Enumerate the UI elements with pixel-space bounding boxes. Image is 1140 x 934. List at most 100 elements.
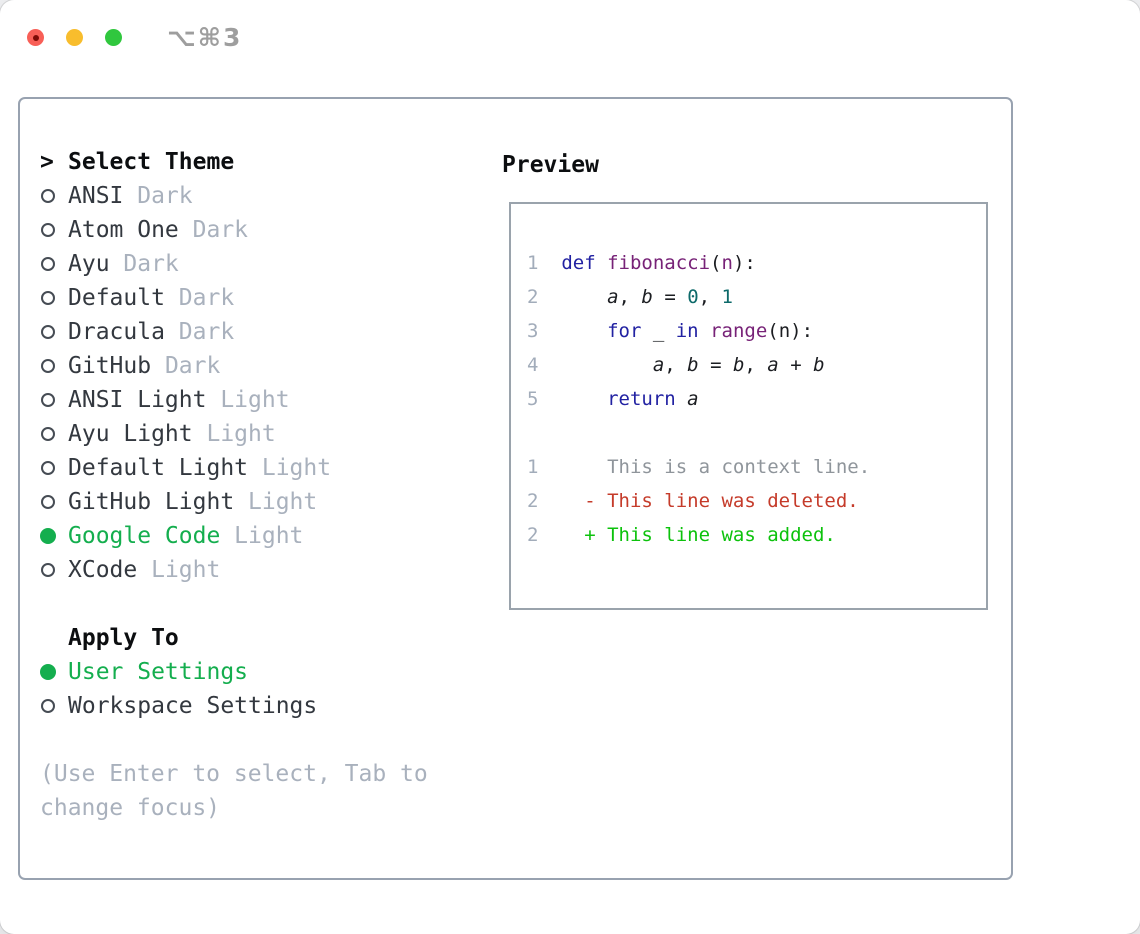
code-token-num: 0 (687, 286, 699, 308)
code-line: 2 + This line was added. (527, 518, 986, 552)
theme-option-label: Google Code (68, 523, 221, 549)
line-number: 2 (527, 490, 539, 512)
code-line: 5 return a (527, 382, 986, 416)
code-token-pl (561, 388, 607, 410)
theme-list-header-row: > Select Theme (40, 145, 500, 179)
theme-option-label: ANSI (68, 183, 124, 209)
code-line: 3 for _ in range(n): (527, 314, 986, 348)
radio-marker (40, 495, 68, 509)
code-token-pl: , (664, 354, 688, 376)
zoom-button[interactable] (105, 29, 122, 46)
theme-variant-tag: Dark (123, 251, 179, 277)
theme-option[interactable]: GitHub Dark (40, 349, 500, 383)
close-button[interactable] (27, 29, 44, 46)
radio-marker (40, 325, 68, 339)
theme-list-header: Select Theme (68, 149, 235, 175)
radio-icon (41, 563, 55, 577)
radio-marker (40, 257, 68, 271)
line-number: 1 (527, 252, 539, 274)
code-token-var: b (687, 354, 699, 376)
code-token-pl: _ (641, 320, 676, 342)
code-token-var: b (813, 354, 825, 376)
theme-variant-tag: Light (261, 455, 332, 481)
minimize-button[interactable] (66, 29, 83, 46)
radio-marker (40, 291, 68, 305)
code-token-pl (596, 252, 607, 274)
radio-selected-icon (40, 528, 56, 544)
preview-header: Preview (502, 152, 599, 178)
hint-text: (Use Enter to select, Tab to change focu… (40, 761, 428, 821)
theme-option[interactable]: Ayu Dark (40, 247, 500, 281)
radio-marker (40, 427, 68, 441)
theme-variant-tag: Dark (137, 183, 193, 209)
code-token-fn: fibonacci (607, 252, 711, 274)
theme-option-label: GitHub Light (68, 489, 235, 515)
window-title: ⌥⌘3 (167, 23, 243, 52)
line-number: 5 (527, 388, 539, 410)
title-bar: ⌥⌘3 (0, 0, 1140, 70)
code-token-var: b (732, 354, 745, 376)
code-token-pl: , (698, 286, 722, 308)
radio-icon (41, 427, 55, 441)
code-token-kw: return (607, 388, 676, 410)
theme-option-label: Ayu Light (68, 421, 193, 447)
code-token-fn: range (710, 320, 768, 342)
code-token-pl (561, 354, 653, 376)
code-token-kw: def (561, 252, 596, 274)
radio-marker (40, 393, 68, 407)
code-token-ctx: This is a context line. (561, 456, 871, 478)
theme-option-label: GitHub (68, 353, 152, 379)
code-token-var: a (687, 388, 699, 410)
code-token-var: a (767, 354, 779, 376)
code-token-pl (699, 320, 710, 342)
theme-option[interactable]: Ayu Light Light (40, 417, 500, 451)
spacer (40, 587, 500, 621)
code-token-kw: in (675, 320, 699, 342)
radio-marker (40, 223, 68, 237)
code-line: 2 - This line was deleted. (527, 484, 986, 518)
theme-option-label: ANSI Light (68, 387, 207, 413)
code-token-pl (561, 286, 607, 308)
radio-marker (40, 189, 68, 203)
apply-option[interactable]: User Settings (40, 655, 500, 689)
code-token-num: 1 (721, 286, 733, 308)
code-token-pl: ): (732, 252, 756, 274)
theme-option[interactable]: ANSI Dark (40, 179, 500, 213)
apply-option[interactable]: Workspace Settings (40, 689, 500, 723)
close-dot-icon (32, 34, 39, 41)
code-token-pl: = (652, 286, 688, 308)
radio-icon (41, 461, 55, 475)
apply-to-header: Apply To (68, 625, 179, 651)
theme-option-label: XCode (68, 557, 138, 583)
radio-icon (41, 325, 55, 339)
code-token-var: a (607, 286, 619, 308)
code-token-pl: ( (710, 252, 722, 274)
radio-icon (41, 223, 55, 237)
code-token-var: b (641, 286, 653, 308)
code-line: 1 This is a context line. (527, 450, 986, 484)
code-token-pl: + (778, 354, 814, 376)
theme-option-label: Atom One (68, 217, 179, 243)
radio-icon (41, 393, 55, 407)
code-token-pl (561, 320, 607, 342)
theme-option-label: Ayu (68, 251, 110, 277)
radio-marker (40, 461, 68, 475)
radio-icon (41, 257, 55, 271)
cursor-icon: > (40, 149, 54, 175)
theme-variant-tag: Dark (164, 353, 221, 379)
theme-variant-tag: Light (206, 421, 276, 447)
spacer (40, 723, 500, 757)
